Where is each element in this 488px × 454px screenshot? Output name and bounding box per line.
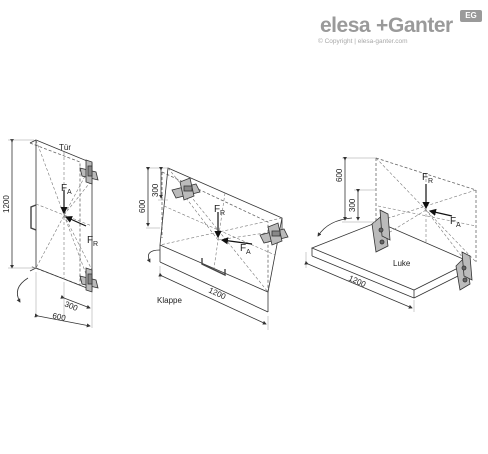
flap-swing-arrow — [146, 249, 161, 263]
flap-hinge-right — [259, 222, 289, 246]
door-label: Tür — [59, 143, 71, 152]
flap-frame-back — [161, 171, 269, 292]
brand-logo: elesa + Ganter EG © Copyright | elesa-ga… — [318, 10, 483, 50]
door-force-r-sub: R — [93, 241, 98, 248]
flap-dim-half: 300 — [151, 183, 160, 197]
hatch-force-a: F — [450, 216, 456, 227]
hatch-lid — [310, 221, 471, 291]
brand-ganter: Ganter — [388, 14, 453, 37]
flap-dim-height: 600 — [138, 199, 147, 213]
flap-dim-width-line — [158, 272, 267, 325]
hatch-dim-width: 1200 — [347, 274, 367, 290]
hatch-hinge-left — [371, 209, 391, 253]
door-handle — [30, 204, 37, 231]
door-force-r-arrow — [64, 216, 87, 227]
door-dim-half: 300 — [63, 300, 79, 314]
door-panel-edge-bottom — [29, 267, 37, 272]
door-force-a: F — [61, 183, 67, 194]
door-frame-back — [29, 142, 81, 286]
hatch-dim-half: 300 — [348, 198, 357, 212]
door-hinge-bottom — [79, 267, 99, 293]
flap-force-r-sub: R — [220, 210, 225, 217]
flap-handle — [201, 258, 226, 277]
hatch-dim-width-line — [304, 260, 413, 309]
flap-dim-width: 1200 — [207, 286, 227, 302]
flap-label: Klappe — [157, 296, 182, 305]
hatch-diagram — [304, 156, 477, 312]
brand-copyright: © Copyright | elesa-ganter.com — [318, 38, 408, 45]
flap-force-r: F — [214, 204, 220, 215]
hatch-frame-back — [375, 157, 477, 262]
door-dim-width-line — [34, 313, 91, 328]
door-diagram — [8, 138, 99, 328]
brand-elesa: elesa — [320, 14, 371, 37]
door-dim-half-line — [60, 294, 91, 309]
hatch-force-r-sub: R — [428, 178, 433, 185]
hatch-label: Luke — [393, 259, 411, 268]
door-panel-edge — [29, 139, 37, 144]
flap-force-a-sub: A — [246, 249, 251, 256]
brand-badge: EG — [460, 10, 482, 22]
hatch-dim-height: 600 — [335, 168, 344, 182]
flap-force-a: F — [240, 243, 246, 254]
door-hinge-top — [79, 159, 99, 185]
door-construction-lines — [35, 139, 93, 291]
hatch-swing-arrow — [317, 217, 353, 237]
door-swing-arrow — [16, 277, 29, 303]
door-force-a-sub: A — [67, 189, 72, 196]
door-dim-height: 1200 — [2, 195, 11, 213]
door-dim-width: 600 — [52, 311, 67, 323]
flap-diagram — [146, 166, 289, 330]
flap-force-a-arrow — [220, 237, 253, 245]
door-force-r: F — [87, 235, 93, 246]
hatch-force-r: F — [422, 172, 428, 183]
hatch-force-a-sub: A — [456, 222, 461, 229]
hatch-force-a-arrow — [428, 208, 453, 217]
flap-hinge-left — [171, 177, 201, 201]
hatch-hinge-right — [455, 251, 473, 291]
brand-plus: + — [376, 14, 388, 37]
